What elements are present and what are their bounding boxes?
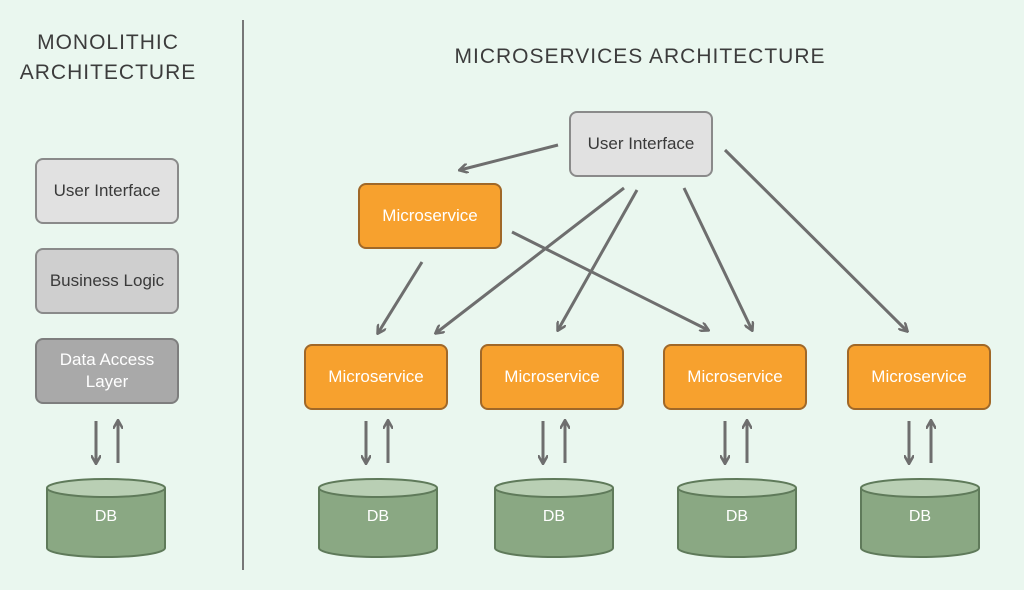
arrow-ui-to-service-4 bbox=[723, 148, 907, 331]
microservice-1-label: Microservice bbox=[328, 367, 424, 386]
db-1-label: DB bbox=[366, 508, 390, 525]
microservice-2-label: Microservice bbox=[504, 367, 600, 386]
db-cylinder-icon bbox=[318, 478, 438, 558]
microservice-1: Microservice bbox=[304, 344, 448, 410]
monolithic-db: DB bbox=[46, 478, 166, 558]
monolithic-business-logic: Business Logic bbox=[35, 248, 179, 314]
top-microservice: Microservice bbox=[358, 183, 502, 249]
microservice-3: Microservice bbox=[663, 344, 807, 410]
microservices-title: MICROSERVICES ARCHITECTURE bbox=[454, 45, 826, 68]
microservice-4: Microservice bbox=[847, 344, 991, 410]
dal-label-line2: Layer bbox=[85, 372, 129, 391]
microservice-2: Microservice bbox=[480, 344, 624, 410]
microservices-user-interface-label: User Interface bbox=[587, 134, 695, 153]
monolithic-title-line2: ARCHITECTURE bbox=[19, 61, 197, 84]
db-4-label: DB bbox=[908, 508, 932, 525]
arrow-ui-to-top-service bbox=[460, 143, 559, 170]
monolithic-title-line1: MONOLITHIC bbox=[37, 31, 179, 54]
monolithic-db-label: DB bbox=[94, 508, 118, 525]
arrow-ui-to-service-2 bbox=[558, 189, 639, 330]
monolithic-user-interface: User Interface bbox=[35, 158, 179, 224]
monolithic-business-logic-label: Business Logic bbox=[49, 271, 165, 290]
top-microservice-label: Microservice bbox=[382, 206, 478, 225]
db-3-label: DB bbox=[725, 508, 749, 525]
db-2: DB bbox=[494, 478, 614, 558]
monolithic-data-access-layer: Data Access Layer bbox=[35, 338, 179, 404]
microservices-user-interface: User Interface bbox=[569, 111, 713, 177]
arrow-top-to-service-3 bbox=[511, 230, 708, 330]
db-1: DB bbox=[318, 478, 438, 558]
db-4: DB bbox=[860, 478, 980, 558]
microservice-4-label: Microservice bbox=[871, 367, 967, 386]
monolithic-user-interface-label: User Interface bbox=[53, 181, 161, 200]
microservice-3-label: Microservice bbox=[687, 367, 783, 386]
arrow-ui-to-service-1 bbox=[436, 186, 625, 333]
db-cylinder-icon bbox=[860, 478, 980, 558]
db-cylinder-icon bbox=[46, 478, 166, 558]
dal-label-line1: Data Access bbox=[59, 350, 155, 369]
db-2-label: DB bbox=[542, 508, 566, 525]
db-3: DB bbox=[677, 478, 797, 558]
db-cylinder-icon bbox=[494, 478, 614, 558]
arrow-top-to-service-1 bbox=[378, 261, 424, 333]
section-divider bbox=[242, 20, 244, 570]
arrow-ui-to-service-3 bbox=[682, 187, 752, 330]
monolithic-title: MONOLITHIC ARCHITECTURE bbox=[18, 28, 198, 88]
db-cylinder-icon bbox=[677, 478, 797, 558]
